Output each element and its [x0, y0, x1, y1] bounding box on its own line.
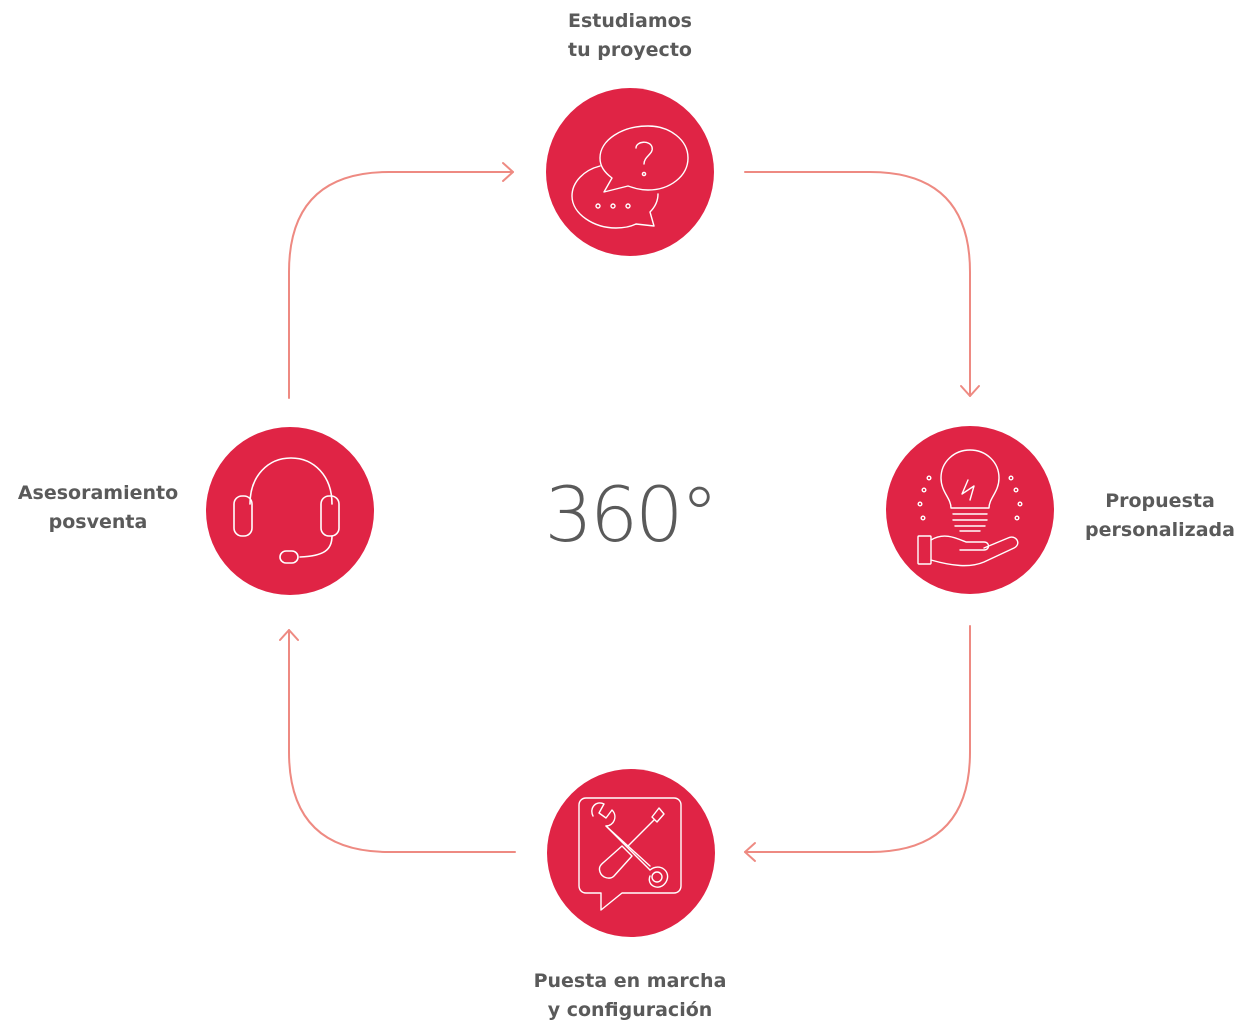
step-label-line: Asesoramiento: [17, 482, 179, 504]
step-label-estudiamos: Estudiamos tu proyecto: [530, 7, 730, 65]
step-label-line: Estudiamos: [568, 10, 692, 32]
arrow-path-right-to-bottom: [744, 625, 971, 853]
step-label-line: personalizada: [1085, 519, 1235, 541]
step-label-asesoramiento: Asesoramiento posventa: [0, 479, 196, 537]
arrow-path-left-to-top: [288, 171, 514, 399]
speech-bubbles-question-icon: [571, 125, 689, 229]
step-label-line: posventa: [48, 511, 148, 533]
arrow-head-to-right: [960, 385, 980, 397]
lightbulb-hand-icon: [917, 449, 1023, 567]
wrench-screwdriver-icon: [578, 797, 682, 911]
step-circle-top: [546, 88, 714, 256]
step-label-line: Propuesta: [1105, 490, 1215, 512]
arrow-head-to-left: [279, 629, 299, 641]
step-label-puesta-en-marcha: Puesta en marcha y configuración: [500, 967, 760, 1025]
arrow-head-to-bottom: [744, 842, 756, 862]
center-label: 360°: [544, 470, 718, 559]
step-label-propuesta: Propuesta personalizada: [1070, 487, 1250, 545]
arrow-path-top-to-right: [744, 171, 971, 397]
step-circle-right: [886, 426, 1054, 594]
arrow-path-bottom-to-left: [288, 629, 516, 853]
step-label-line: y configuración: [547, 999, 713, 1021]
step-label-line: tu proyecto: [568, 39, 692, 61]
step-circle-left: [206, 427, 374, 595]
step-circle-bottom: [547, 769, 715, 937]
step-label-line: Puesta en marcha: [533, 970, 727, 992]
arrow-head-to-top: [502, 162, 514, 182]
headset-icon: [233, 457, 340, 564]
